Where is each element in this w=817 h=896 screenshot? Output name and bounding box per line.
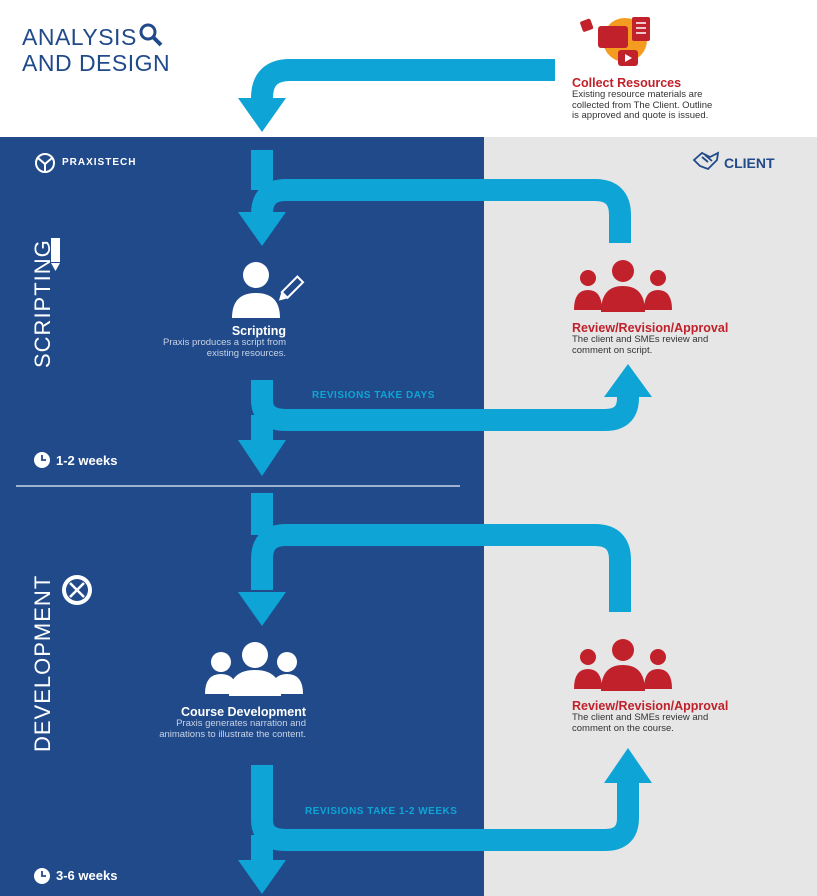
arrowhead-into-development [238, 592, 286, 626]
client-column [484, 137, 817, 896]
development-desc-1: Praxis generates narration and [176, 718, 306, 729]
arrowhead-to-review-scripting [604, 364, 652, 397]
arrowhead-to-review-development [604, 748, 652, 783]
writer-person-icon [232, 262, 305, 318]
review-desc-scripting-1: The client and SMEs review and [572, 334, 709, 345]
arrowhead-down-scripting [238, 440, 286, 476]
scripting-step: Scripting Praxis produces a script from … [120, 324, 286, 359]
clock-icon-scripting [34, 452, 50, 468]
praxistech-column [0, 137, 484, 896]
revision-note-development: REVISIONS TAKE 1-2 WEEKS [305, 806, 458, 817]
handshake-icon [692, 151, 720, 171]
praxistech-brand: PRAXISTECH [62, 157, 137, 168]
review-step-scripting: Review/Revision/Approval The client and … [572, 321, 802, 356]
client-label: CLIENT [724, 155, 775, 171]
praxistech-logo-icon [35, 153, 55, 173]
magnifier-icon [139, 23, 163, 47]
duration-scripting: 1-2 weeks [56, 453, 118, 468]
intake-arrowhead [238, 98, 286, 132]
review-desc-development-1: The client and SMEs review and [572, 712, 709, 723]
gear-tools-icon [62, 575, 92, 605]
review-desc-scripting-2: comment on script. [572, 344, 653, 356]
page-title-line1: ANALYSIS [22, 24, 137, 50]
reviewer-group-icon [574, 260, 672, 312]
team-group-icon [205, 642, 303, 696]
revision-loop-scripting [251, 380, 639, 431]
development-title: Course Development [180, 705, 306, 719]
intake-arrow [251, 59, 555, 100]
return-loop-scripting [251, 179, 631, 243]
review-step-development: Review/Revision/Approval The client and … [572, 699, 802, 734]
return-loop-development [251, 524, 631, 612]
resources-icon [580, 17, 650, 66]
scripting-title: Scripting [231, 324, 286, 338]
collect-title: Collect Resources [572, 76, 682, 90]
arrowhead-down-development [238, 860, 286, 894]
collect-resources-step: Collect Resources Existing resource mate… [572, 76, 742, 122]
collect-desc-1: Existing resource materials are [572, 89, 703, 100]
pencil-icon [51, 238, 60, 271]
arrowhead-into-scripting [238, 212, 286, 246]
reviewer-group-icon-development [574, 639, 672, 691]
development-desc-2: animations to illustrate the content. [159, 728, 306, 740]
duration-development: 3-6 weeks [56, 868, 118, 883]
page-title: ANALYSIS AND DESIGN [22, 24, 170, 76]
collect-desc-2: collected from The Client. Outline [572, 99, 713, 111]
phase-label-development: DEVELOPMENT [30, 574, 55, 752]
page-title-line2: AND DESIGN [22, 50, 171, 76]
review-title-development: Review/Revision/Approval [572, 699, 729, 713]
course-development-step: Course Development Praxis generates narr… [100, 705, 306, 740]
review-title-scripting: Review/Revision/Approval [572, 321, 729, 335]
scripting-desc-2: existing resources. [206, 347, 286, 359]
clock-icon-development [34, 868, 50, 884]
review-desc-development-2: comment on the course. [572, 722, 674, 734]
collect-desc-3: is approved and quote is issued. [572, 110, 709, 121]
revision-note-scripting: REVISIONS TAKE DAYS [312, 390, 435, 401]
scripting-desc-1: Praxis produces a script from [162, 337, 286, 348]
revision-loop-development [251, 765, 639, 851]
phase-label-scripting: SCRIPTING [30, 239, 55, 368]
